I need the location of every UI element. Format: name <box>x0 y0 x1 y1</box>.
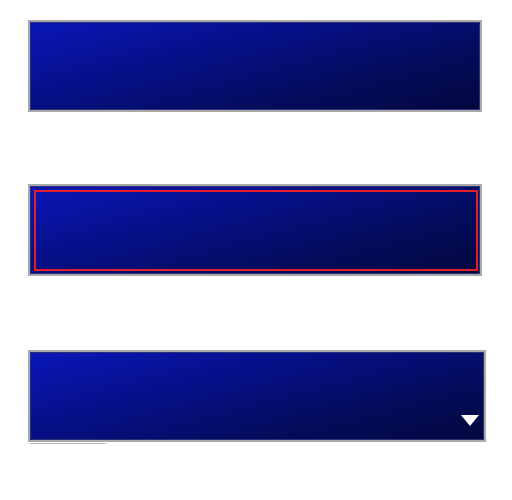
blue-panel-focused[interactable] <box>28 184 482 276</box>
chevron-down-icon[interactable] <box>461 415 479 426</box>
blue-panel-dropdown[interactable] <box>28 350 486 442</box>
blue-panel-default[interactable] <box>28 20 482 112</box>
underline-accent <box>30 443 106 444</box>
focus-outline <box>34 190 478 271</box>
